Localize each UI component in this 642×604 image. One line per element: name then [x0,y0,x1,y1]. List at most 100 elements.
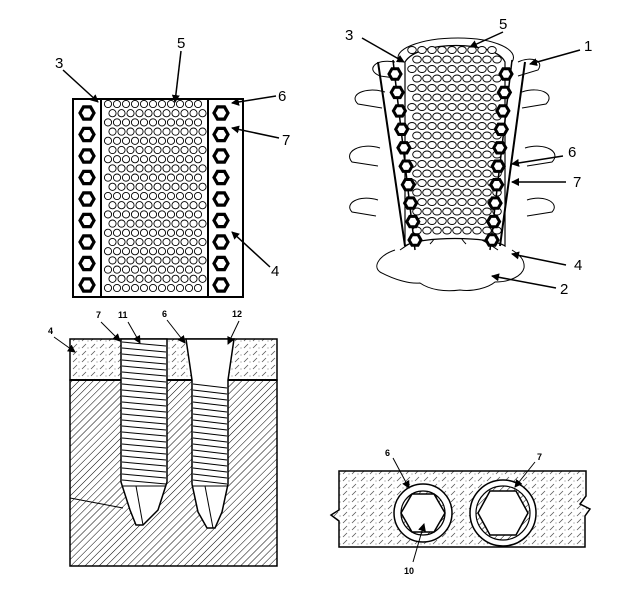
label-5: 5 [499,16,507,33]
figure-c: 4 7 11 6 12 [48,309,277,566]
pore [158,211,165,218]
heat-pipe-icon [500,69,512,79]
pore [428,199,437,206]
pore [104,192,111,199]
pore [131,156,138,163]
pore [413,189,422,196]
heat-pipe-icon [214,150,228,162]
pore [423,113,432,120]
pore [176,119,183,126]
pore [136,257,143,264]
pore [190,128,197,135]
pore [172,257,179,264]
pore [136,202,143,209]
pore [163,220,170,227]
pore [458,104,467,111]
pore [136,165,143,172]
pore [131,192,138,199]
pore [185,137,192,144]
pore [154,146,161,153]
label-7: 7 [573,174,581,191]
heat-pipe-section-left [394,484,452,542]
pore [448,104,457,111]
pore [194,211,201,218]
pore [154,220,161,227]
pore [122,211,129,218]
pore [428,85,437,92]
pore [127,220,134,227]
pore [413,113,422,120]
pore [463,151,472,158]
pore [122,229,129,236]
pore [468,142,477,149]
figure-a: 3 5 6 7 4 [55,35,290,297]
pore [448,47,457,54]
pore [194,266,201,273]
pore [468,180,477,187]
pore [463,75,472,82]
pore [172,202,179,209]
pore [131,211,138,218]
label-7: 7 [282,132,290,149]
pore [140,266,147,273]
pore [163,110,170,117]
pore [468,123,477,130]
pore [458,66,467,73]
pore [181,275,188,282]
pore [154,257,161,264]
pore [468,66,477,73]
pore [190,183,197,190]
pore [127,110,134,117]
label-4: 4 [271,263,279,280]
heat-pipe-icon [494,143,506,153]
pore [468,47,477,54]
pore [145,165,152,172]
pore [478,180,487,187]
pore [199,165,206,172]
pore [478,142,487,149]
pore [176,266,183,273]
pore [433,208,442,215]
pore [463,170,472,177]
pore [473,227,482,234]
pore [443,170,452,177]
heat-pipe-icon [407,216,419,226]
pore [109,165,116,172]
pore [408,85,417,92]
pore [458,123,467,130]
pore [438,161,447,168]
pore [468,85,477,92]
pore [163,238,170,245]
pore [438,180,447,187]
pore [408,66,417,73]
pore [104,174,111,181]
pore [122,119,129,126]
pore [167,211,174,218]
label-2: 2 [560,281,568,298]
pore [145,202,152,209]
pore [145,183,152,190]
pore [136,128,143,135]
pore [163,275,170,282]
pore [118,202,125,209]
pore [158,137,165,144]
pore [136,220,143,227]
heat-pipe-icon [80,171,94,183]
heat-pipe-icon [214,257,228,269]
pore [136,275,143,282]
heat-pipe-icon [214,279,228,291]
pore [433,94,442,101]
pore [433,189,442,196]
pore [194,229,201,236]
pore [127,202,134,209]
pore [109,146,116,153]
pore [131,174,138,181]
pore [118,146,125,153]
pore [463,189,472,196]
pore [127,275,134,282]
pore [433,132,442,139]
pore [181,220,188,227]
pore [167,119,174,126]
pore [199,183,206,190]
